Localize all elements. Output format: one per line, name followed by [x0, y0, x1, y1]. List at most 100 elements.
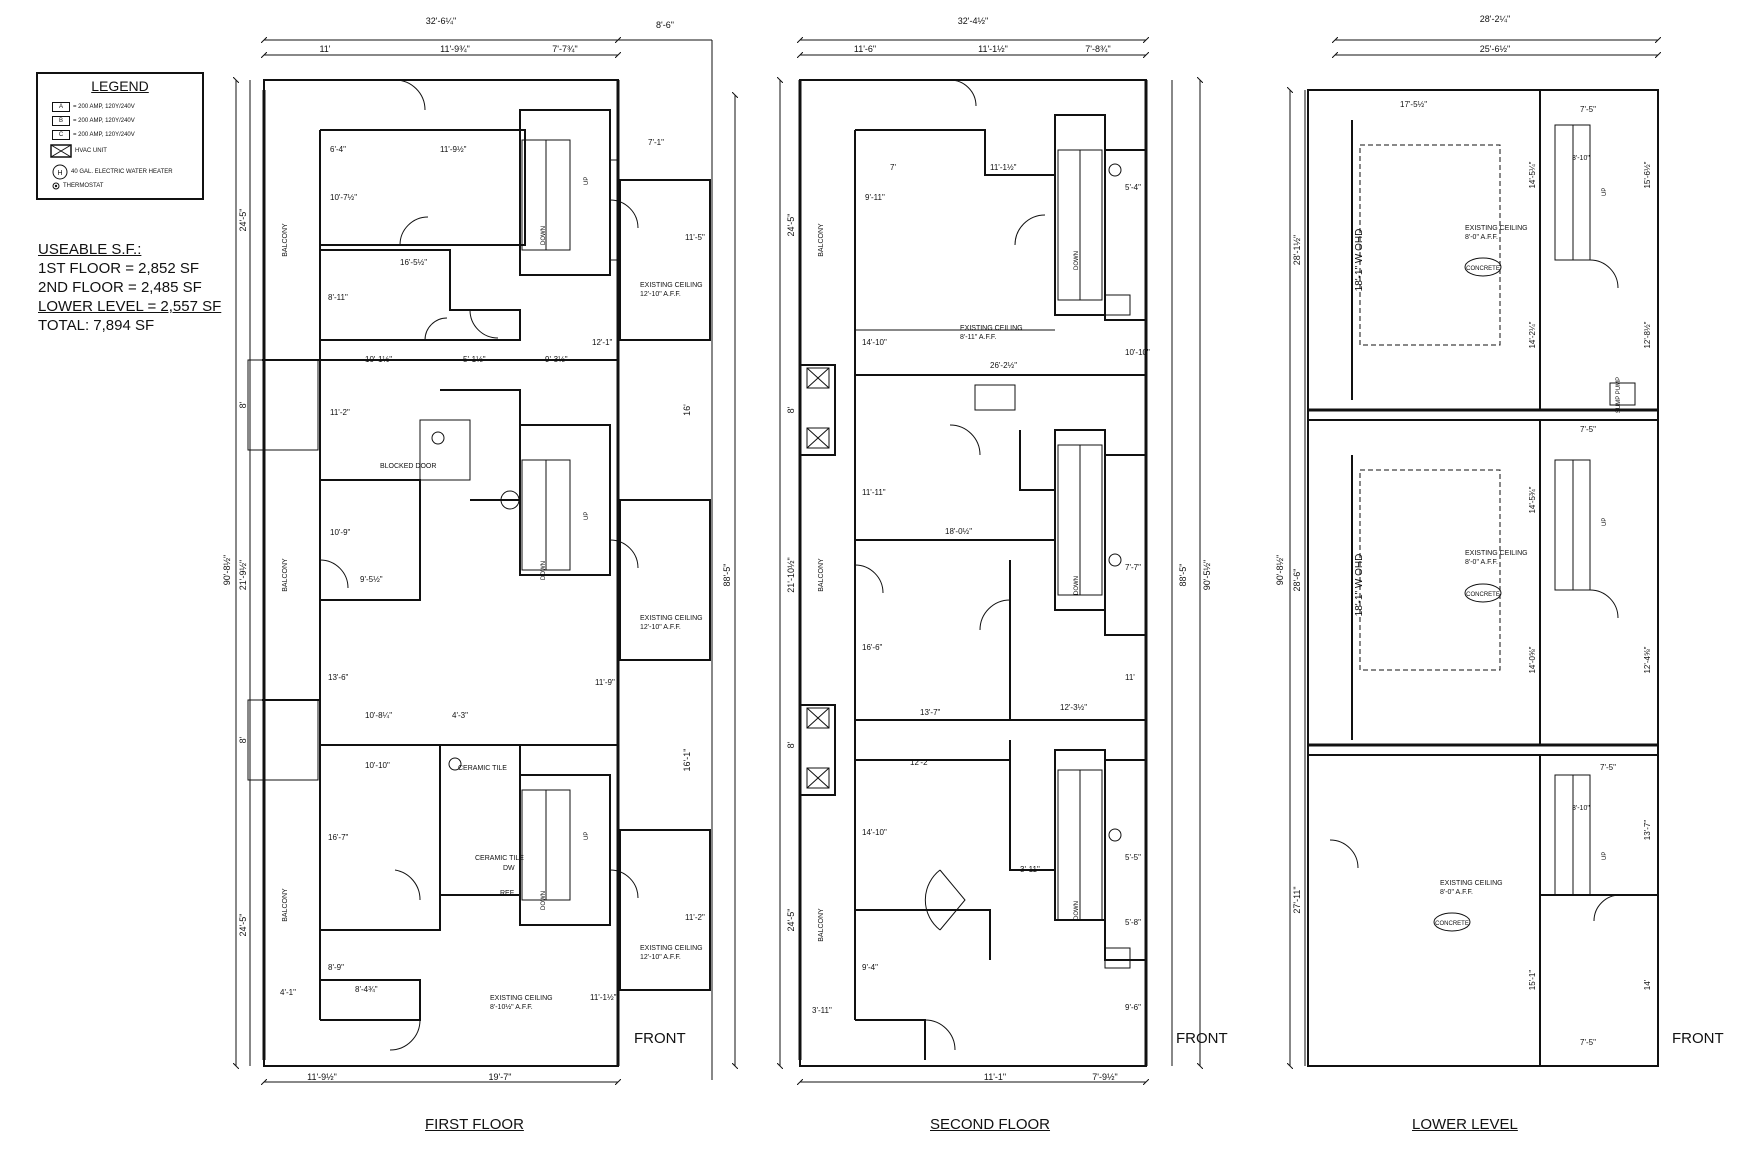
balcony-label: BALCONY	[282, 888, 289, 922]
legend-item-text: = 200 AMP, 120Y/240V	[73, 118, 135, 124]
room-dim: 12'-4⅝"	[1643, 646, 1652, 673]
second-floor-plan	[780, 40, 1200, 1082]
legend-item-text: 40 GAL. ELECTRIC WATER HEATER	[71, 169, 173, 175]
dim-sf-bottom-b: 7'-9½"	[1092, 1072, 1117, 1082]
second-floor-labels: 32'-4½" 11'-6" 11'-1½" 7'-8¾" 24'-5" 8' …	[786, 16, 1212, 1082]
hvac-unit-icon	[50, 144, 72, 158]
stair-down-label: DOWN	[541, 891, 547, 910]
room-dim: 10'-8¼"	[365, 711, 392, 720]
ceiling-label: EXISTING CEILING	[640, 615, 703, 622]
useable-lower-level: LOWER LEVEL = 2,557 SF	[38, 298, 222, 315]
useable-sf: USEABLE S.F.: 1ST FLOOR = 2,852 SF 2ND F…	[38, 240, 221, 335]
dim-sf-left-d: 8'	[786, 741, 796, 748]
room-dim: 5'-1½"	[463, 355, 486, 364]
dim-ll-total-width: 28'-2¼"	[1480, 14, 1510, 24]
dim-ff-total-width: 32'-6¼"	[426, 16, 456, 26]
room-dim: 3'-11"	[1020, 865, 1040, 874]
ceiling-label: EXISTING CEILING	[960, 325, 1023, 332]
ceiling-height: 8'-0" A.F.F.	[1440, 889, 1473, 896]
concrete-label: CONCRETE	[1466, 266, 1500, 272]
room-dim: 11'-2"	[685, 913, 705, 922]
room-dim: 13'-7"	[920, 708, 941, 717]
stair-up-label: UP	[1602, 188, 1608, 196]
panel-a-icon: A	[52, 102, 70, 112]
stair-up-label: UP	[584, 512, 590, 520]
dim-ff-left-c: 21'-9½"	[238, 560, 248, 590]
dim-ff-right-b: 16'-1"	[682, 749, 692, 772]
concrete-label: CONCRETE	[1466, 592, 1500, 598]
first-floor-labels: 32'-6¼" 11' 11'-9¾" 7'-7¾" 8'-6" 90'-8½"…	[222, 16, 732, 1082]
stair-c	[521, 789, 571, 901]
dim-ff-setback: 8'-6"	[656, 20, 674, 30]
dim-ll-left-c: 27'-11"	[1292, 886, 1302, 913]
room-dim: 7'-5"	[1580, 105, 1596, 114]
stair-up-label: UP	[584, 177, 590, 185]
dim-ff-right-total: 88'-5"	[722, 564, 732, 587]
dim-ff-bottom-a: 11'-9½"	[307, 1072, 337, 1082]
dim-ff-left-total: 90'-8½"	[222, 555, 232, 585]
dishwasher-label: DW	[503, 865, 515, 872]
balcony-label: BALCONY	[818, 908, 825, 942]
ceramic-tile-label: CERAMIC TILE	[475, 855, 524, 862]
useable-second-floor: 2ND FLOOR = 2,485 SF	[38, 279, 202, 296]
ceiling-label: EXISTING CEILING	[1440, 880, 1503, 887]
legend-item-hvac: HVAC UNIT	[50, 144, 107, 158]
room-dim: 7'-5"	[1580, 425, 1596, 434]
room-dim: 14'-5¼"	[1528, 161, 1537, 188]
room-dim: 18'-0½"	[945, 527, 972, 536]
dim-ll-inner-width: 25'-6½"	[1480, 44, 1510, 54]
room-dim: 3'-11"	[812, 1006, 832, 1015]
dim-ff-bottom-b: 19'-7"	[489, 1072, 512, 1082]
ceiling-height: 12'-10" A.F.F.	[640, 954, 681, 961]
hvac-unit-icon	[806, 367, 830, 789]
room-dim: 10'-10"	[1125, 348, 1150, 357]
overhead-door-label: 18'-1" W OHD	[1354, 229, 1365, 292]
ceiling-height: 8'-10½" A.F.F.	[490, 1003, 533, 1011]
room-dim: 15'-6½"	[1643, 161, 1652, 188]
front-label-second: FRONT	[1176, 1030, 1228, 1047]
water-heater-icon	[500, 490, 520, 510]
ceiling-label: EXISTING CEILING	[1465, 550, 1528, 557]
room-dim: 9'-5½"	[360, 575, 383, 584]
stair-a	[521, 139, 571, 251]
room-dim: 8'-4¾"	[355, 985, 378, 994]
dim-ff-c: 7'-7¾"	[552, 44, 577, 54]
svg-text:H: H	[57, 170, 62, 177]
lower-level-outline	[1307, 89, 1659, 1067]
room-dim: 10'-9"	[330, 528, 351, 537]
panel-b-icon: B	[52, 116, 70, 126]
room-dim: 14'-2¼"	[1528, 321, 1537, 348]
room-dim: 11'-1½"	[590, 993, 617, 1002]
second-floor-outline	[799, 79, 1147, 1067]
room-dim: 11'-9½"	[440, 145, 467, 154]
dim-ff-right-a: 16'	[682, 404, 692, 416]
useable-heading: USEABLE S.F.:	[38, 241, 142, 258]
room-dim: 14'-0⅝"	[1528, 646, 1537, 673]
legend-item-thermostat: THERMOSTAT	[52, 182, 103, 190]
dim-ff-left-e: 24'-5"	[238, 914, 248, 937]
stair-b	[521, 459, 571, 571]
ceiling-label: EXISTING CEILING	[640, 282, 703, 289]
room-dim: 3'-10"	[1572, 155, 1590, 162]
room-dim: 12'-1"	[592, 338, 613, 347]
dim-sf-a: 11'-6"	[854, 44, 876, 54]
room-dim: 16'-7"	[328, 833, 349, 842]
stair-up-label: UP	[584, 832, 590, 840]
room-dim: 9'-11"	[865, 193, 885, 202]
dim-ff-left-b: 8'	[238, 401, 248, 408]
dim-ff-left-a: 24'-5"	[238, 209, 248, 232]
overhead-door-label: 18'-1" W OHD	[1354, 554, 1365, 617]
room-dim: 9'-6"	[1125, 1003, 1141, 1012]
blocked-door-label: BLOCKED DOOR	[380, 463, 436, 470]
room-dim: 26'-2½"	[990, 361, 1017, 370]
room-dim: 16'-5½"	[400, 258, 427, 267]
room-dim: 5'-8"	[1125, 918, 1141, 927]
stair-down-label: DOWN	[1074, 576, 1080, 595]
balcony-label: BALCONY	[282, 558, 289, 592]
concrete-label: CONCRETE	[1435, 921, 1469, 927]
dim-sf-left-c: 21'-10½"	[786, 557, 796, 592]
room-dim: 9'-3½"	[545, 355, 568, 364]
room-dim: 11'-5"	[685, 233, 705, 242]
room-dim: 9'-4"	[862, 963, 878, 972]
